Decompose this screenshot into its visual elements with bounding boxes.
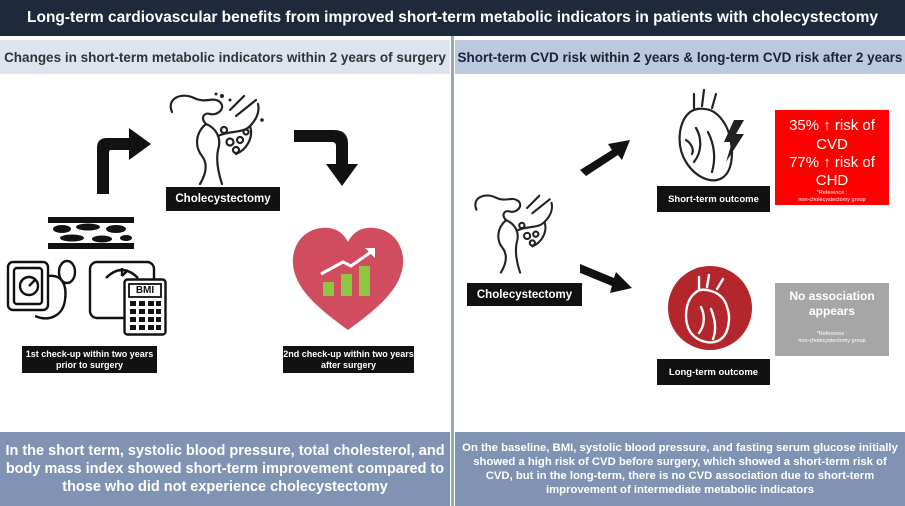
gallbladder-liver-icon bbox=[474, 194, 553, 274]
gallbladder-liver-icon bbox=[169, 92, 264, 185]
main-title: Long-term cardiovascular benefits from i… bbox=[0, 0, 905, 36]
short-risk-reference-title: *Reference : bbox=[816, 190, 848, 196]
right-panel-heading: Short-term CVD risk within 2 years & lon… bbox=[455, 40, 905, 74]
arrow-icon bbox=[580, 140, 630, 176]
left-panel-heading: Changes in short-term metabolic indicato… bbox=[0, 40, 450, 74]
short-risk-line-4: CHD bbox=[815, 172, 849, 189]
long-risk-line-2: appears bbox=[808, 304, 856, 318]
short-term-outcome-label: Short-term outcome bbox=[657, 186, 770, 212]
cholecystectomy-label-left: Cholecystectomy bbox=[166, 187, 280, 211]
blood-pressure-monitor-icon bbox=[6, 259, 77, 320]
long-risk-reference-text: non-cholecystectomy group bbox=[798, 338, 866, 344]
short-risk-line-2: CVD bbox=[816, 136, 848, 153]
bmi-display-text: BMI bbox=[135, 285, 155, 296]
short-risk-line-3: 77% ↑ risk of bbox=[789, 154, 875, 171]
anatomical-heart-lightning-icon bbox=[678, 88, 744, 182]
arrow-icon bbox=[97, 128, 151, 194]
heart-chart-icon bbox=[292, 227, 404, 330]
short-term-risk-box: 35% ↑ risk of CVD 77% ↑ risk of CHD *Ref… bbox=[775, 110, 889, 205]
second-checkup-label: 2nd check-up within two years after surg… bbox=[283, 346, 414, 373]
left-footer-text: In the short term, systolic blood pressu… bbox=[0, 432, 450, 506]
arrow-icon bbox=[580, 264, 632, 293]
arrow-icon bbox=[294, 130, 358, 186]
calculator-icon: BMI bbox=[123, 278, 167, 336]
long-term-risk-box: No association appears *Reference : non-… bbox=[775, 283, 889, 356]
short-risk-reference-text: non-cholecystectomy group bbox=[798, 197, 866, 203]
long-risk-line-1: No association bbox=[789, 289, 875, 303]
long-risk-reference-title: *Reference : bbox=[816, 331, 848, 337]
first-checkup-label: 1st check-up within two years prior to s… bbox=[22, 346, 157, 373]
anatomical-heart-icon bbox=[668, 266, 752, 350]
cholecystectomy-label-right: Cholecystectomy bbox=[467, 283, 582, 306]
artery-plaque-icon bbox=[48, 217, 134, 249]
panel-divider bbox=[451, 36, 454, 506]
long-term-outcome-label: Long-term outcome bbox=[657, 359, 770, 385]
right-footer-text: On the baseline, BMI, systolic blood pre… bbox=[455, 432, 905, 506]
short-risk-line-1: 35% ↑ risk of bbox=[789, 117, 875, 134]
calculator-body bbox=[123, 278, 167, 336]
